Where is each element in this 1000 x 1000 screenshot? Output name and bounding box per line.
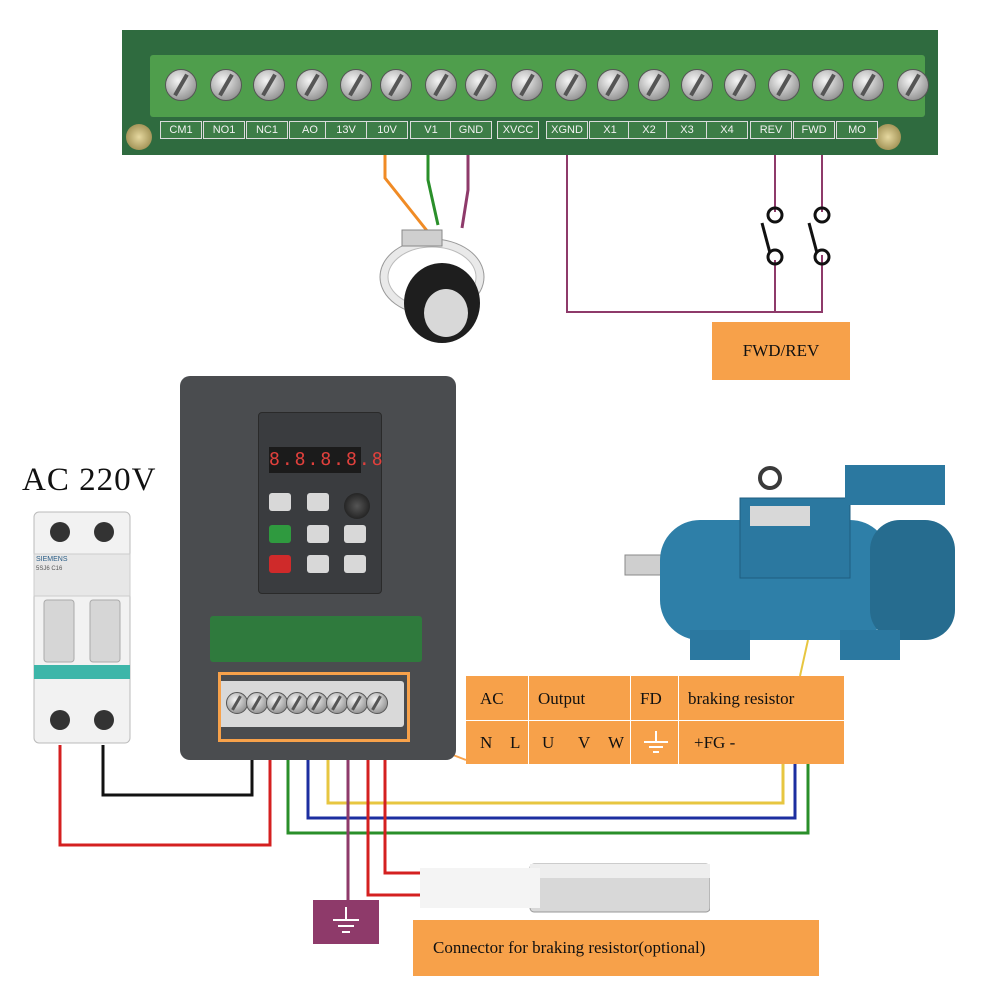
terminal-screw [210,69,242,101]
terminal-label-mo: MO [836,121,878,139]
vfd-key-shift[interactable] [307,493,329,511]
terminal-label-x3: X3 [666,121,708,139]
table-cell-n: N [480,733,493,752]
terminal-label-nc1: NC1 [246,121,288,139]
table-header-ac: AC [480,689,504,708]
terminal-label-v1: V1 [410,121,452,139]
board-bolt-right [875,124,901,150]
terminal-screw [681,69,713,101]
terminal-label-x4: X4 [706,121,748,139]
ground-icon [333,907,359,933]
vfd-dial-knob[interactable] [344,493,370,519]
terminal-screw [380,69,412,101]
terminal-screw [812,69,844,101]
vfd-key-fwd-rev[interactable] [269,493,291,511]
vfd-key-down[interactable] [307,555,329,573]
fwd-rev-label: FWD/REV [712,322,850,380]
terminal-screw [597,69,629,101]
ground-box [313,900,379,944]
terminal-label-no1: NO1 [203,121,245,139]
terminal-screw [852,69,884,101]
ac-220v-title: AC 220V [22,462,157,498]
wire-u-green [286,704,810,835]
vfd-key-up[interactable] [307,525,329,543]
breaker-brand: SIEMENS [36,556,68,563]
terminal-label-x2: X2 [628,121,670,139]
table-divider-2 [630,676,631,764]
terminal-function-table: AC Output FD braking resistor N L U V W … [466,676,844,764]
terminal-label-xvcc: XVCC [497,121,539,139]
terminal-screw [425,69,457,101]
terminal-label-fwd: FWD [793,121,835,139]
vfd-key-func[interactable] [344,555,366,573]
ground-symbol-icon [644,731,668,753]
vfd-power-terminal-block [218,681,404,727]
terminal-screw [296,69,328,101]
wire-gnd-purple [460,140,470,229]
terminal-screw [253,69,285,101]
vfd-led-display: 8.8.8.8.8 [269,447,383,473]
electric-motor [624,465,955,660]
vfd-screw-minus [366,692,388,714]
table-header-fd: FD [640,689,662,708]
potentiometer-knob [379,229,485,343]
terminal-label-gnd: GND [450,121,492,139]
terminal-screw [897,69,929,101]
terminal-screw [768,69,800,101]
vfd-key-stop[interactable] [269,555,291,573]
wire-xgnd [566,140,823,313]
terminal-label-ao: AO [289,121,331,139]
terminal-screw [555,69,587,101]
table-header-braking-resistor: braking resistor [688,689,795,708]
circuit-breaker [33,511,131,744]
vfd-control-terminals [210,616,422,662]
table-divider-3 [678,676,679,764]
table-cell-l: L [510,733,521,752]
table-cell-u: U [542,733,555,752]
terminal-label-10v: 10V [366,121,408,139]
terminal-screw [724,69,756,101]
table-divider-row [466,720,844,721]
terminal-screw [165,69,197,101]
vfd-key-run[interactable] [269,525,291,543]
vfd-inverter: 8.8.8.8.8 [180,376,456,760]
braking-resistor-label: Connector for braking resistor(optional) [413,920,819,976]
table-header-output: Output [538,689,586,708]
wire-ac-red [58,704,272,847]
pointer-motor-to-table [799,639,809,677]
wire-v-blue [306,704,797,820]
table-cell-fg: +FG - [694,733,736,752]
table-cell-w: W [608,733,625,752]
terminal-screw [511,69,543,101]
terminal-highlight-box [218,672,410,742]
terminal-label-x1: X1 [589,121,631,139]
table-cell-v: V [578,733,591,752]
braking-resistor [420,863,710,913]
switch-rev-icon [760,206,784,266]
terminal-screw [340,69,372,101]
terminal-label-xgnd: XGND [546,121,588,139]
terminal-label-cm1: CM1 [160,121,202,139]
terminal-label-13v: 13V [325,121,367,139]
board-bolt-left [126,124,152,150]
vfd-control-panel: 8.8.8.8.8 [258,412,383,594]
vfd-key-prgm[interactable] [344,525,366,543]
switch-fwd-icon [807,206,831,266]
terminal-screw [465,69,497,101]
breaker-model: 5SJ6 C16 [36,566,63,572]
terminal-screw [638,69,670,101]
table-divider-1 [528,676,529,764]
terminal-label-rev: REV [750,121,792,139]
